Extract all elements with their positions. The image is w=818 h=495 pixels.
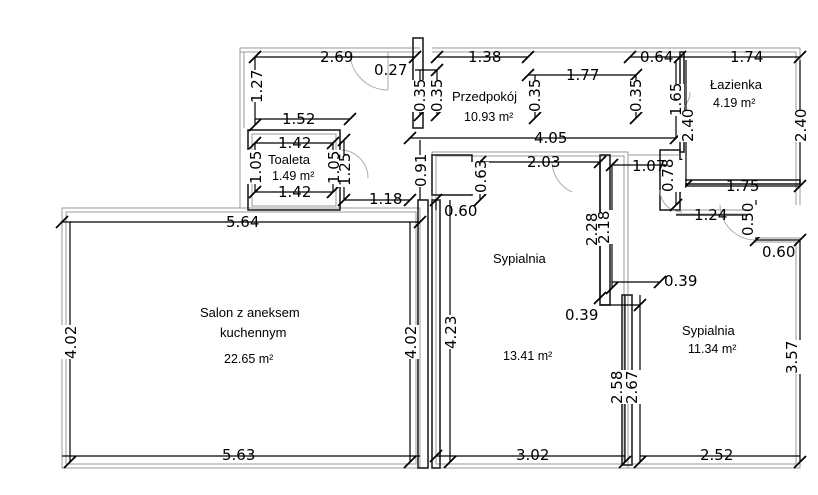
dim-label: 0.78	[659, 159, 677, 192]
room-name-bathroom: Łazienka	[710, 77, 763, 92]
dim-label: 3.02	[516, 446, 549, 464]
dim-label: 0.39	[664, 272, 697, 290]
dim-label: 0.35	[526, 79, 544, 112]
dim-label: 1.75	[726, 177, 759, 195]
dim-label: 4.23	[442, 316, 460, 349]
dim-label: 2.40	[679, 109, 697, 142]
room-labels: Toaleta 1.49 m² Przedpokój 10.93 m² Łazi…	[200, 77, 763, 366]
dim-label: 0.60	[762, 243, 795, 261]
room-area-toilet: 1.49 m²	[272, 169, 314, 183]
dim-label: 1.42	[278, 183, 311, 201]
room-area-bedroom2: 11.34 m²	[688, 342, 736, 356]
dim-label: 2.28	[583, 213, 601, 246]
dim-label: 0.91	[412, 154, 430, 187]
dim-label: 1.25	[336, 153, 354, 186]
dim-label: 1.77	[566, 66, 599, 84]
dim-label: 0.39	[565, 306, 598, 324]
dim-label: 4.02	[62, 326, 80, 359]
dim-label: 1.52	[282, 110, 315, 128]
dim-label: 4.05	[534, 129, 567, 147]
dim-label: 2.03	[527, 153, 560, 171]
room-area-hallway: 10.93 m²	[464, 110, 513, 124]
dim-label: 4.02	[402, 326, 420, 359]
dim-label: 0.35	[627, 79, 645, 112]
room-name-toilet: Toaleta	[268, 152, 311, 167]
dim-label: 1.05	[325, 151, 343, 184]
dim-label: 1.18	[369, 190, 402, 208]
dim-label: 1.27	[248, 70, 266, 103]
room-name-living-line1: Salon z aneksem	[200, 305, 300, 320]
room-area-living: 22.65 m²	[224, 352, 273, 366]
dim-label: 0.63	[472, 160, 490, 193]
room-area-bedroom1: 13.41 m²	[503, 349, 552, 363]
dim-label: 0.50	[739, 203, 757, 236]
dim-label: 5.63	[222, 446, 255, 464]
dim-label: 1.65	[667, 83, 685, 116]
room-area-bathroom: 4.19 m²	[713, 96, 755, 110]
dim-label: 0.35	[428, 79, 446, 112]
dim-label: 2.58	[608, 371, 626, 404]
dimension-labels: 2.69 0.27 1.38 0.64 1.74 1.77 1.27 0.35 …	[62, 48, 810, 464]
dim-label: 2.69	[320, 48, 353, 66]
dim-label: 1.38	[468, 48, 501, 66]
dim-label: 2.67	[623, 371, 641, 404]
dim-label: 3.57	[783, 341, 801, 374]
room-name-bedroom1: Sypialnia	[493, 251, 547, 266]
dim-label: 1.05	[247, 151, 265, 184]
dimension-lines	[55, 50, 807, 469]
room-name-hallway: Przedpokój	[452, 89, 517, 104]
room-name-living-line2: kuchennym	[220, 325, 286, 340]
dim-label: 1.42	[278, 134, 311, 152]
dim-label: 2.52	[700, 446, 733, 464]
dim-label: 2.40	[792, 109, 810, 142]
dim-label: 1.07	[632, 157, 665, 175]
dim-label: 0.27	[374, 61, 407, 79]
dim-label: 5.64	[226, 213, 259, 231]
dim-label: 0.64	[640, 48, 673, 66]
dim-label: 1.74	[730, 48, 763, 66]
dim-label: 1.24	[694, 206, 727, 224]
dim-label: 2.18	[595, 211, 613, 244]
room-name-bedroom2: Sypialnia	[682, 323, 736, 338]
dim-label: 0.35	[411, 79, 429, 112]
dim-label: 0.60	[444, 202, 477, 220]
